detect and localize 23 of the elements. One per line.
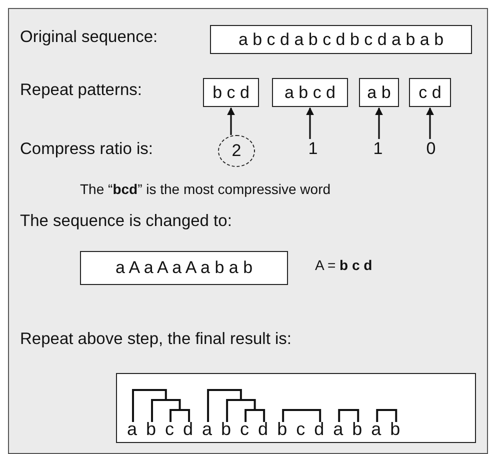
arrow <box>375 107 383 139</box>
definition-text: A = b c d <box>315 257 372 273</box>
ratio-number: 0 <box>418 139 444 161</box>
section-heading: The sequence is changed to: <box>20 212 232 231</box>
sequence-box: b c d <box>203 78 259 107</box>
sequence-box: a b c d a b c d b c d a b a b <box>210 25 472 54</box>
arrow <box>227 107 235 135</box>
ratio-number: 1 <box>365 139 391 161</box>
result-box <box>116 373 476 443</box>
arrow <box>306 107 314 139</box>
section-heading: Repeat above step, the final result is: <box>20 330 292 349</box>
sequence-box: a A a A a A a b a b <box>80 251 288 285</box>
row-label: Repeat patterns: <box>20 81 142 100</box>
sequence-box: a b c d <box>272 78 348 107</box>
note-text: The “bcd” is the most compressive word <box>80 181 331 197</box>
row-label: Original sequence: <box>20 28 158 47</box>
sequence-box: c d <box>409 78 451 107</box>
dashed-circle: 2 <box>218 135 255 167</box>
letter-sequence: a b c d a b c d b c d a b a b <box>127 419 400 440</box>
ratio-number: 1 <box>300 139 326 161</box>
sequence-box: a b <box>359 78 399 107</box>
row-label: Compress ratio is: <box>20 140 153 159</box>
arrow <box>426 107 434 139</box>
